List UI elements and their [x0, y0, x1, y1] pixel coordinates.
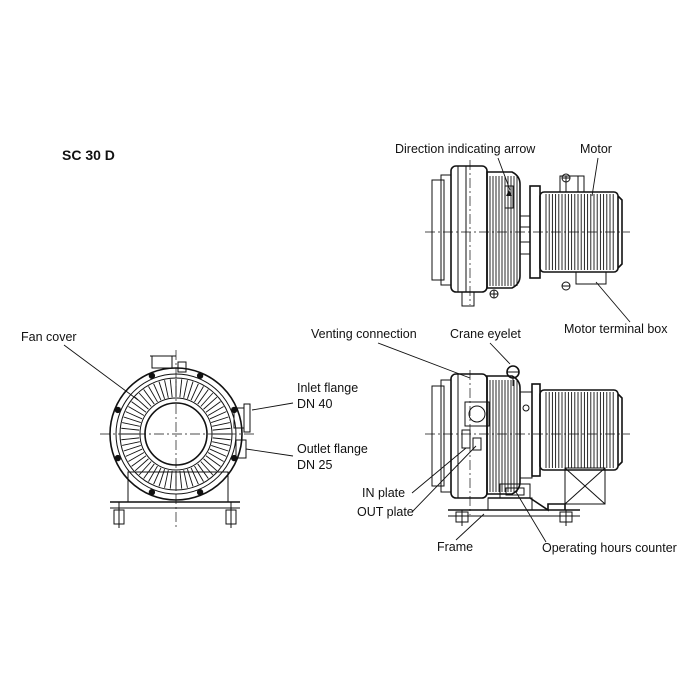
label-out-plate: OUT plate — [357, 505, 414, 519]
front-view — [100, 350, 255, 530]
label-outlet-flange-size: DN 25 — [297, 458, 332, 472]
label-crane-eyelet: Crane eyelet — [450, 327, 521, 341]
label-venting-connection: Venting connection — [311, 327, 417, 341]
leader-lines — [63, 157, 631, 543]
label-inlet-flange-size: DN 40 — [297, 397, 332, 411]
label-frame: Frame — [437, 540, 473, 554]
top-view — [425, 160, 630, 307]
side-view — [425, 365, 630, 526]
label-operating-hours-counter: Operating hours counter — [542, 541, 677, 555]
label-in-plate: IN plate — [362, 486, 405, 500]
label-inlet-flange: Inlet flange — [297, 381, 358, 395]
label-motor-terminal-box: Motor terminal box — [564, 322, 668, 336]
label-outlet-flange: Outlet flange — [297, 442, 368, 456]
label-direction-arrow: Direction indicating arrow — [395, 142, 536, 156]
label-fan-cover: Fan cover — [21, 330, 77, 344]
label-motor: Motor — [580, 142, 612, 156]
drawing-title: SC 30 D — [62, 147, 115, 163]
